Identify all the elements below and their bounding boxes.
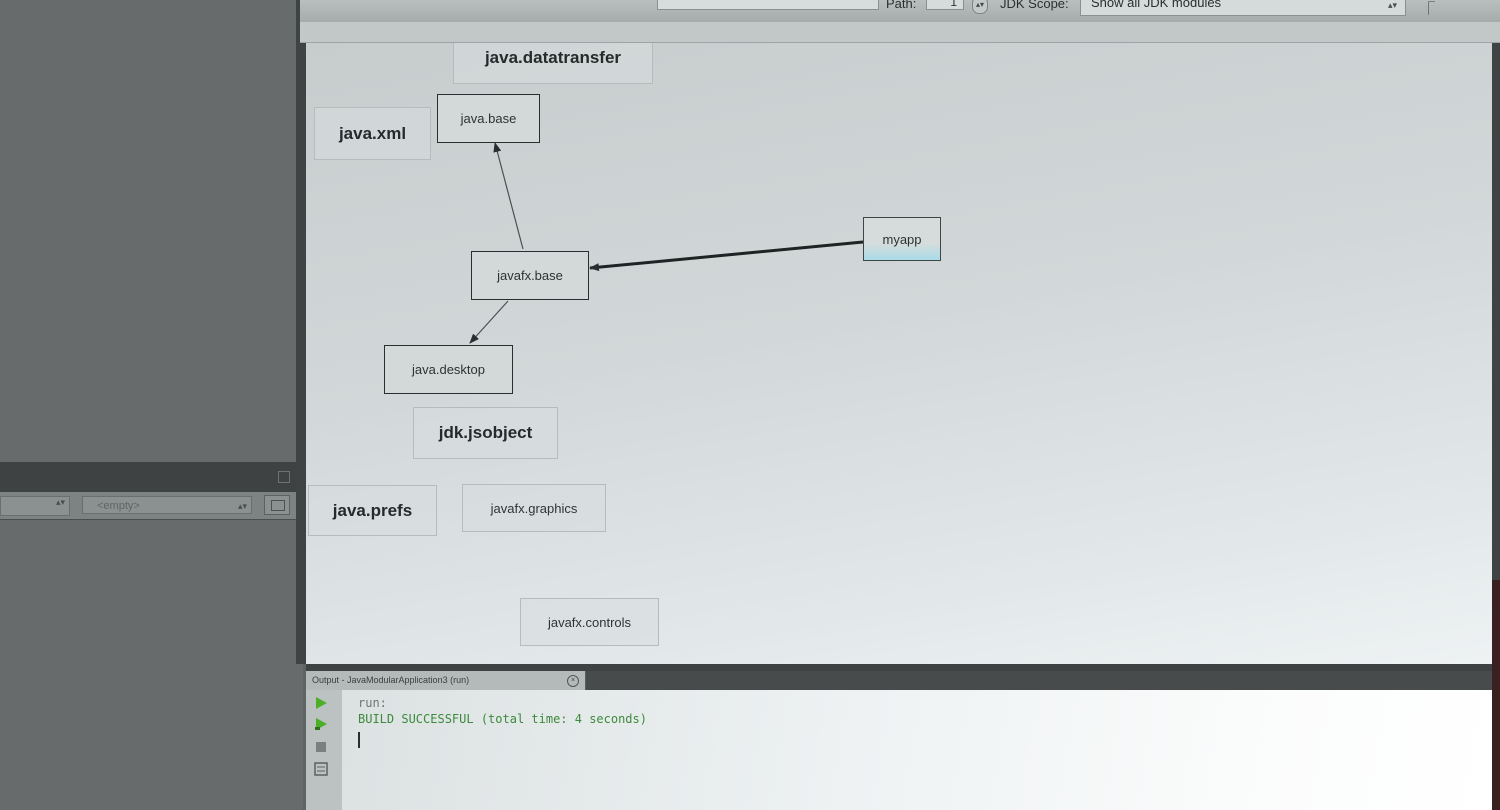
- member-filter-value: <empty>: [97, 500, 140, 512]
- settings-icon[interactable]: [314, 762, 328, 776]
- output-actions-gutter: [306, 690, 342, 810]
- edge-myapp-javafx-base: [589, 240, 864, 272]
- output-tab[interactable]: Output - JavaModularApplication3 (run) ×: [306, 671, 586, 690]
- module-javafx-graphics[interactable]: javafx.graphics: [462, 484, 606, 532]
- jdk-scope-value: Show all JDK modules: [1091, 0, 1222, 10]
- panel-splitter[interactable]: [0, 462, 300, 492]
- navigator-toolbar: ▴▾ <empty> ▴▾: [0, 492, 300, 520]
- output-run-line: run:: [358, 696, 387, 710]
- path-stepper-icon[interactable]: ▴▾: [972, 0, 988, 14]
- select-arrows-icon: ▴▾: [1387, 0, 1397, 10]
- minimize-icon[interactable]: [278, 471, 290, 483]
- module-java-datatransfer[interactable]: java.datatransfer: [453, 43, 653, 84]
- jdk-scope-label: JDK Scope:: [1000, 0, 1069, 11]
- module-graph-canvas[interactable]: java.datatransfer java.base java.xml mya…: [306, 43, 1492, 665]
- module-javafx-base[interactable]: javafx.base: [471, 251, 589, 300]
- dependency-edges: [469, 142, 864, 344]
- window-icon: [271, 500, 285, 511]
- member-filter-select[interactable]: <empty> ▴▾: [82, 496, 252, 514]
- output-build-line: BUILD SUCCESSFUL (total time: 4 seconds): [358, 712, 647, 726]
- navigator-panel: [0, 520, 303, 810]
- module-myapp[interactable]: myapp: [863, 217, 941, 261]
- edge-javafx-base-java-desktop: [469, 300, 509, 344]
- module-java-base[interactable]: java.base: [437, 94, 540, 143]
- navigator-window-button[interactable]: [264, 495, 290, 515]
- module-java-xml[interactable]: java.xml: [314, 107, 431, 160]
- module-javafx-controls[interactable]: javafx.controls: [520, 598, 659, 646]
- search-input[interactable]: [657, 0, 879, 10]
- window-edge: [1492, 580, 1500, 810]
- rerun-icon[interactable]: [314, 696, 328, 710]
- output-tab-title: Output - JavaModularApplication3 (run): [312, 675, 470, 685]
- module-java-desktop[interactable]: java.desktop: [384, 345, 513, 394]
- select-arrows-icon: ▴▾: [55, 497, 65, 507]
- projects-panel: [0, 0, 300, 462]
- text-cursor: [358, 732, 360, 748]
- output-tab-bar: Output - JavaModularApplication3 (run) ×: [306, 671, 1500, 690]
- module-java-prefs[interactable]: java.prefs: [308, 485, 437, 536]
- graph-header-strip: [300, 22, 1500, 43]
- path-label: Path:: [886, 0, 917, 11]
- rerun-with-options-icon[interactable]: [314, 717, 328, 731]
- edge-javafx-base-java-base: [493, 142, 524, 250]
- jdk-scope-select[interactable]: Show all JDK modules ▴▾: [1080, 0, 1406, 16]
- path-field[interactable]: 1: [926, 0, 964, 10]
- lock-icon[interactable]: ⎾: [1422, 1, 1436, 16]
- stop-icon[interactable]: [314, 740, 328, 754]
- output-console[interactable]: run: BUILD SUCCESSFUL (total time: 4 sec…: [342, 690, 1492, 810]
- module-jdk-jsobject[interactable]: jdk.jsobject: [413, 407, 558, 459]
- graph-toolbar: Path: 1 ▴▾ JDK Scope: Show all JDK modul…: [300, 0, 1500, 23]
- output-splitter[interactable]: [306, 664, 1500, 672]
- select-arrows-icon: ▴▾: [237, 501, 247, 511]
- close-icon[interactable]: ×: [567, 675, 579, 687]
- navigator-select[interactable]: ▴▾: [0, 496, 70, 516]
